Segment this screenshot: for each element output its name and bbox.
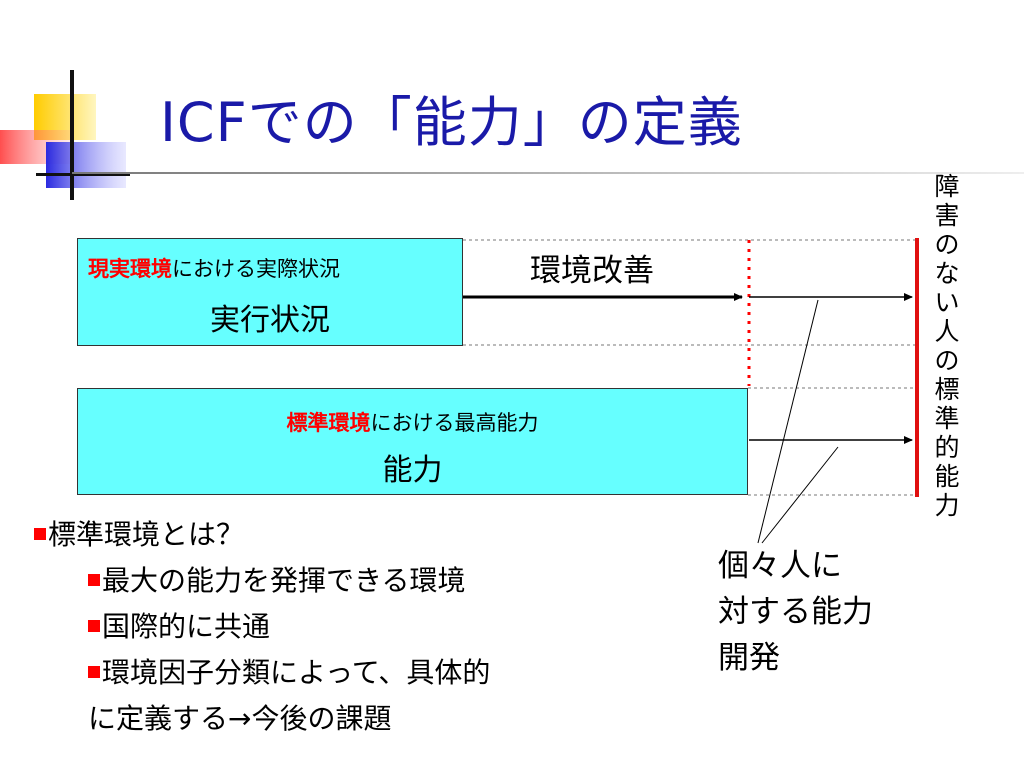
real-environment-label: 現実環境 <box>88 257 172 281</box>
bullet-list: 標準環境とは？ 最大の能力を発揮できる環境 国際的に共通 環境因子分類によって、… <box>34 512 490 742</box>
bullet-text: 標準環境とは？ <box>48 518 245 551</box>
capacity-subtitle: 標準環境における最高能力 <box>78 407 747 437</box>
dev-note-line: 個々人に <box>718 548 842 584</box>
bullet-square-icon <box>88 620 100 632</box>
bullet-item: 国際的に共通 <box>34 604 490 650</box>
highest-capacity-label: における最高能力 <box>370 411 539 435</box>
dev-note-line: 開発 <box>718 640 780 676</box>
actual-performance-box: 現実環境における実際状況 実行状況 <box>77 238 463 346</box>
actual-situation-label: における実際状況 <box>172 257 340 281</box>
bullet-item: 最大の能力を発揮できる環境 <box>34 558 490 604</box>
decorative-logo <box>0 70 130 200</box>
bullet-square-icon <box>88 666 100 678</box>
bullet-text: 国際的に共通 <box>102 610 271 643</box>
performance-label: 実行状況 <box>210 303 330 338</box>
bullet-text: 最大の能力を発揮できる環境 <box>102 564 466 597</box>
bullet-level1: 標準環境とは？ <box>34 512 490 558</box>
title-rule <box>72 172 1024 174</box>
bullet-text: 環境因子分類によって、具体的 <box>102 656 491 689</box>
bullet-square-icon <box>88 574 100 586</box>
standard-environment-label: 標準環境 <box>286 411 371 435</box>
capacity-label: 能力 <box>382 453 443 488</box>
bullet-continuation: に定義する→今後の課題 <box>88 702 392 735</box>
actual-performance-subtitle: 現実環境における実際状況 <box>78 253 462 283</box>
standard-capacity-vertical-label: 障害のない人の標準的能力 <box>934 172 960 520</box>
bullet-item: 環境因子分類によって、具体的 <box>34 650 490 696</box>
bullet-square-icon <box>34 528 46 540</box>
callout-line-1 <box>757 299 819 544</box>
individual-development-note: 個々人に 対する能力 開発 <box>718 543 873 681</box>
callout-line-2 <box>761 446 839 544</box>
environment-improvement-label: 環境改善 <box>530 253 654 289</box>
capacity-box: 標準環境における最高能力 能力 <box>77 388 748 495</box>
page-title: ICFでの「能力」の定義 <box>160 91 743 154</box>
dev-note-line: 対する能力 <box>718 594 873 630</box>
